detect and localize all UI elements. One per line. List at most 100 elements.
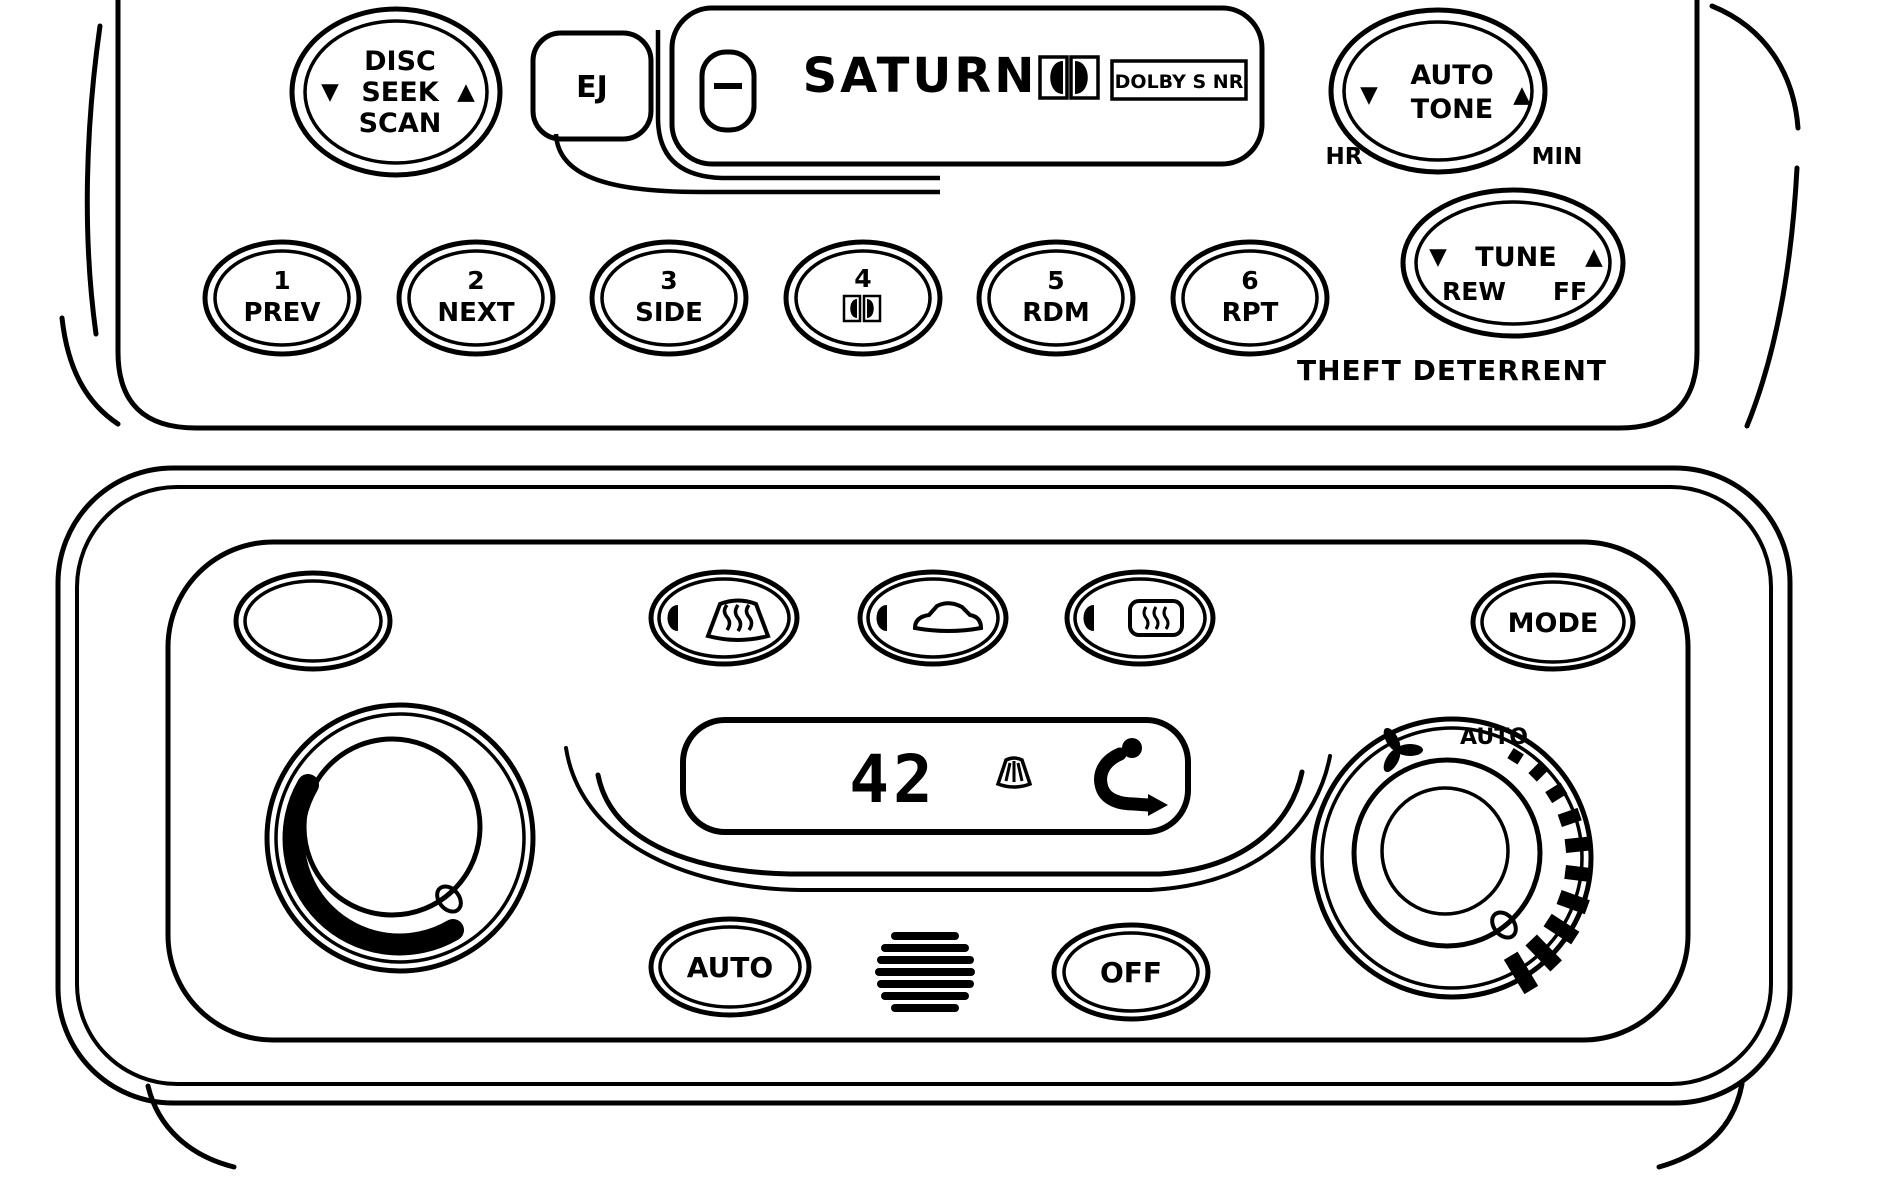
mode-inner-outline	[1480, 580, 1626, 664]
display-recess-line	[564, 746, 1332, 892]
windshield-shape	[705, 598, 771, 642]
preset-1-button[interactable]: 1 PREV	[202, 239, 362, 357]
fan-knob-inner-ring	[1320, 726, 1584, 990]
auto-button-outline[interactable]	[648, 916, 812, 1018]
front-defrost-icon	[705, 598, 771, 642]
car-silhouette	[912, 601, 984, 633]
dolby-badge-outline	[1110, 59, 1248, 101]
recirculation-icon	[912, 601, 984, 633]
tune-outline[interactable]	[1400, 187, 1626, 339]
scale-tick	[1545, 782, 1568, 804]
dolby-icon-left-d	[1050, 61, 1063, 94]
preset-5-button[interactable]: 5 RDM	[976, 239, 1136, 357]
off-button[interactable]: OFF	[1051, 922, 1211, 1022]
cassette-door: SATURN	[553, 5, 1265, 195]
mode-outline[interactable]	[1470, 572, 1636, 672]
tune-up-icon[interactable]: ▲	[1585, 244, 1603, 270]
display-recess-line	[595, 769, 1305, 877]
blank-button[interactable]	[233, 570, 393, 672]
scale-tick	[1564, 836, 1590, 854]
blank-button-outline[interactable]	[233, 570, 393, 672]
recirculation-outline[interactable]	[857, 569, 1009, 667]
tone-down-icon[interactable]: ▼	[1360, 82, 1378, 108]
knob-pointer-icon	[435, 884, 463, 914]
dash-bezel-line	[59, 315, 121, 427]
preset-3-button[interactable]: 3 SIDE	[589, 239, 749, 357]
mode-button[interactable]: MODE	[1470, 572, 1636, 672]
climate-face-panel	[165, 539, 1691, 1043]
auto-button[interactable]: AUTO	[648, 916, 812, 1018]
mode-label: MODE	[1508, 608, 1599, 639]
tune-down-icon[interactable]: ▼	[1429, 244, 1447, 270]
scale-tick	[1556, 889, 1590, 915]
cassette-door-outline	[669, 5, 1265, 167]
preset-5-inner-outline	[987, 249, 1125, 347]
tone-line1-label: AUTO	[1410, 60, 1493, 91]
fan-vent-icon	[995, 756, 1033, 789]
dolby-icon	[1038, 55, 1100, 100]
preset-3-outline[interactable]	[589, 239, 749, 357]
preset-1-label: PREV	[244, 298, 321, 328]
front-defrost-outline[interactable]	[648, 569, 800, 667]
auto-tone-button[interactable]: ▼ AUTO TONE ▲	[1328, 7, 1548, 175]
seek-scan-button-inner-outline	[303, 19, 489, 165]
eject-button-outline[interactable]	[530, 30, 654, 142]
indicator-dot-icon	[876, 605, 887, 631]
dash-bezel-lines	[59, 3, 1801, 1170]
fan-speed-knob[interactable]: AUTO	[1310, 716, 1594, 1000]
recirculation-button[interactable]	[857, 569, 1009, 667]
dolby-icon	[842, 294, 882, 323]
fan-hub	[1394, 746, 1402, 754]
dolby-small-left-d	[850, 299, 857, 318]
dolby-icon-right-d	[1075, 61, 1088, 94]
grille-bar	[881, 944, 969, 952]
seek-scan-button-outline[interactable]	[289, 6, 503, 178]
seek-up-icon[interactable]: ▲	[457, 79, 475, 105]
preset-2-button[interactable]: 2 NEXT	[396, 239, 556, 357]
off-button-outline[interactable]	[1051, 922, 1211, 1022]
preset-5-label: RDM	[1022, 298, 1089, 328]
preset-3-label: SIDE	[635, 298, 703, 328]
seat-airflow-icon	[1094, 738, 1168, 816]
temperature-knob-inner-ring	[274, 712, 526, 964]
grille-bar	[875, 968, 975, 976]
preset-4-button[interactable]: 4	[783, 239, 943, 357]
preset-4-inner-outline	[794, 249, 932, 347]
rear-defrost-outline[interactable]	[1064, 569, 1216, 667]
airflow-arrowhead	[1148, 794, 1168, 816]
dolby-s-nr-badge: DOLBY S NR	[1110, 59, 1248, 101]
auto-button-inner-outline	[658, 925, 802, 1009]
climate-display: 42	[680, 717, 1191, 835]
preset-6-outline[interactable]	[1170, 239, 1330, 357]
preset-1-outline[interactable]	[202, 239, 362, 357]
heat-wave	[1152, 606, 1160, 630]
fan-knob-grip[interactable]	[1351, 757, 1543, 949]
dolby-small-right-box	[862, 294, 882, 323]
vent-line	[1016, 762, 1024, 782]
seek-down-icon[interactable]: ▼	[321, 79, 339, 105]
rear-defrost-button[interactable]	[1064, 569, 1216, 667]
tune-button[interactable]: ▼ TUNE ▲ REW FF	[1400, 187, 1626, 339]
cassette-door-seam	[655, 30, 940, 181]
scale-tick	[1525, 934, 1562, 972]
seek-scan-button[interactable]: DISC ▼ SEEK ▲ SCAN	[289, 6, 503, 178]
auto-tone-outline[interactable]	[1328, 7, 1548, 175]
temperature-knob[interactable]	[264, 702, 536, 974]
preset-3-number: 3	[660, 266, 677, 295]
off-button-inner-outline	[1062, 931, 1200, 1013]
temperature-knob-grip[interactable]	[301, 736, 483, 918]
preset-5-outline[interactable]	[976, 239, 1136, 357]
grille-bar	[891, 1004, 959, 1012]
brand-logo: SATURN	[803, 48, 1038, 104]
fan-auto-label: AUTO	[1460, 725, 1528, 750]
preset-4-outline[interactable]	[783, 239, 943, 357]
preset-2-outline[interactable]	[396, 239, 556, 357]
front-defrost-button[interactable]	[648, 569, 800, 667]
scale-tick	[1507, 747, 1524, 765]
dash-bezel-line	[145, 1083, 237, 1170]
eject-button[interactable]: EJ	[530, 30, 654, 142]
knob-pointer-icon	[1490, 910, 1518, 940]
preset-6-button[interactable]: 6 RPT	[1170, 239, 1330, 357]
tone-up-icon[interactable]: ▲	[1513, 82, 1531, 108]
